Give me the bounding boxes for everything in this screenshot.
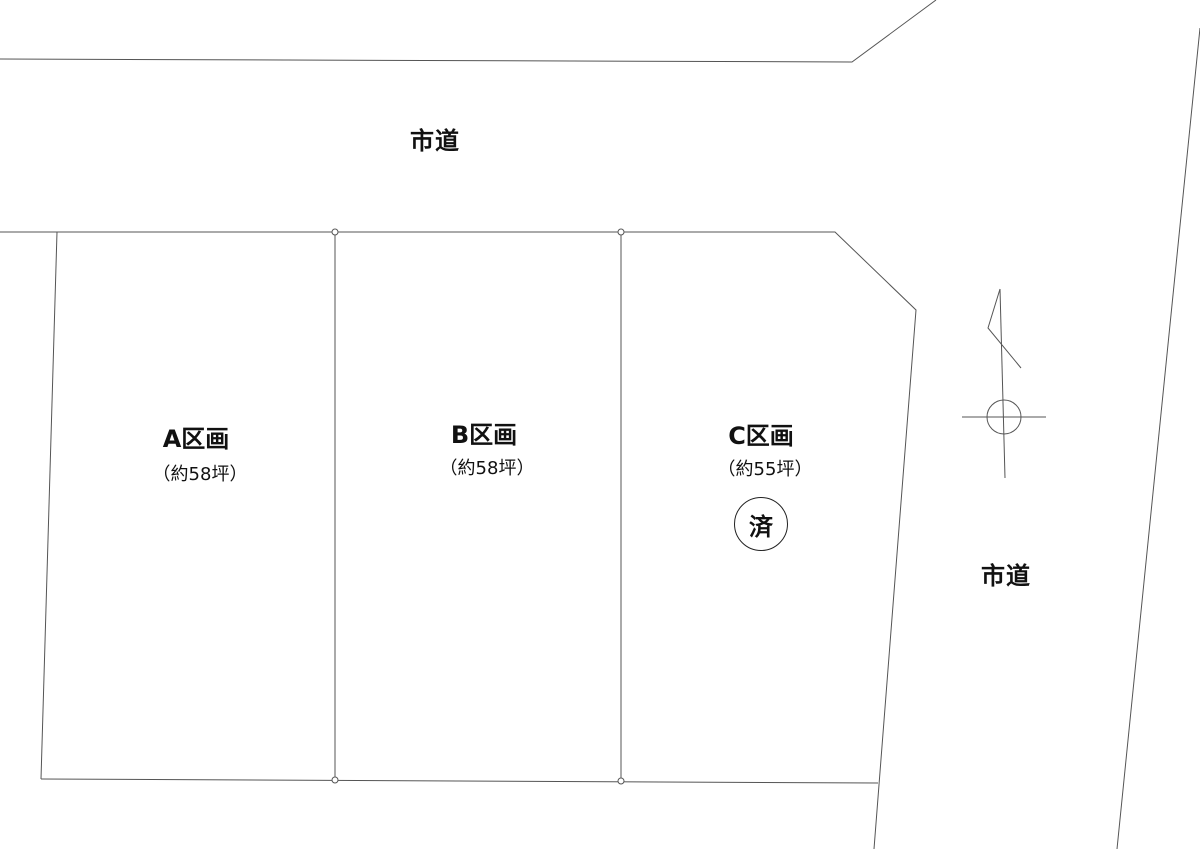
lot-c-area: （約55坪） xyxy=(717,459,813,480)
north-arrow-icon xyxy=(962,288,1046,479)
lot-b-area: （約58坪） xyxy=(439,458,535,479)
east-road-edge xyxy=(1116,27,1200,849)
boundary-marker xyxy=(617,777,625,785)
lot-c-sold-badge: 済 xyxy=(734,497,788,551)
north-road-label: 市道 xyxy=(410,127,460,155)
lot-a-area: （約58坪） xyxy=(152,464,248,485)
east-road-label: 市道 xyxy=(981,562,1031,590)
boundary-marker xyxy=(617,228,625,236)
lot-bottom-boundary xyxy=(40,778,879,784)
boundary-marker xyxy=(331,228,339,236)
lot-a-west-boundary xyxy=(40,231,58,780)
boundary-marker xyxy=(331,776,339,784)
lot-block-outline xyxy=(0,231,917,849)
lot-b-name: B区画 xyxy=(450,421,518,449)
lot-c-name: C区画 xyxy=(728,422,794,450)
lot-a-name: A区画 xyxy=(162,425,230,453)
north-road-edge xyxy=(0,0,937,63)
